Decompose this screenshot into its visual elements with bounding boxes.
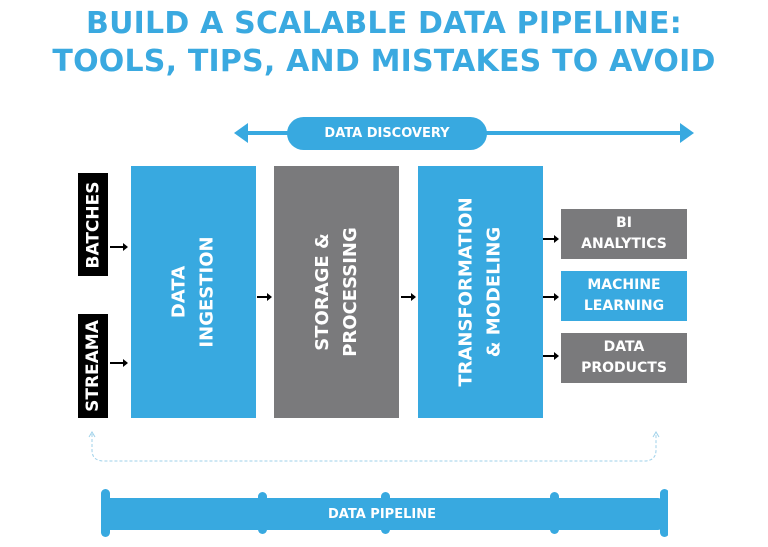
pipe-flange <box>101 489 110 537</box>
arrowhead-right-icon <box>680 123 694 143</box>
page-title-line-2: TOOLS, TIPS, AND MISTAKES TO AVOID <box>52 44 716 79</box>
arrow-right-icon <box>110 359 128 367</box>
discovery-pill <box>287 117 487 150</box>
arrowhead-up-icon <box>88 431 96 438</box>
output-bi-analytics: BI ANALYTICS <box>561 209 687 259</box>
source-batches-label: BATCHES <box>83 181 104 268</box>
stage-transformation-modeling-label: TRANSFORMATION & MODELING <box>455 197 505 387</box>
data-discovery-arrow <box>234 117 694 150</box>
data-pipeline-pipe <box>101 489 668 537</box>
arrow-right-icon <box>110 243 128 251</box>
stage-storage-processing: STORAGE & PROCESSING <box>274 166 399 418</box>
output-data-products: DATA PRODUCTS <box>561 333 687 383</box>
output-machine-learning: MACHINE LEARNING <box>561 271 687 321</box>
stage-data-ingestion: DATA INGESTION <box>131 166 256 418</box>
stage-storage-processing-label: STORAGE & PROCESSING <box>311 227 361 357</box>
source-streams-label: STREAMA <box>83 320 103 412</box>
arrow-right-icon <box>543 293 559 301</box>
arrow-right-icon <box>401 293 416 301</box>
pipe-joint <box>381 492 390 534</box>
data-pipeline-label: DATA PIPELINE <box>328 506 436 522</box>
feedback-loop-line <box>91 434 657 462</box>
data-discovery-label: DATA DISCOVERY <box>324 126 450 141</box>
source-streams: STREAMA <box>78 314 108 418</box>
feedback-loop <box>88 431 660 462</box>
arrow-right-icon <box>543 235 559 243</box>
stage-transformation-modeling: TRANSFORMATION & MODELING <box>418 166 543 418</box>
pipe-joint <box>258 492 267 534</box>
pipe-flange <box>660 489 668 537</box>
source-batches: BATCHES <box>78 173 108 276</box>
arrowhead-up-icon <box>652 431 660 438</box>
arrow-right-icon <box>257 293 272 301</box>
arrow-right-icon <box>543 352 559 360</box>
pipe-joint <box>550 492 559 534</box>
stage-data-ingestion-label: DATA INGESTION <box>168 236 218 348</box>
arrowhead-left-icon <box>234 123 248 143</box>
page-title-line-1: BUILD A SCALABLE DATA PIPELINE: <box>86 6 682 41</box>
